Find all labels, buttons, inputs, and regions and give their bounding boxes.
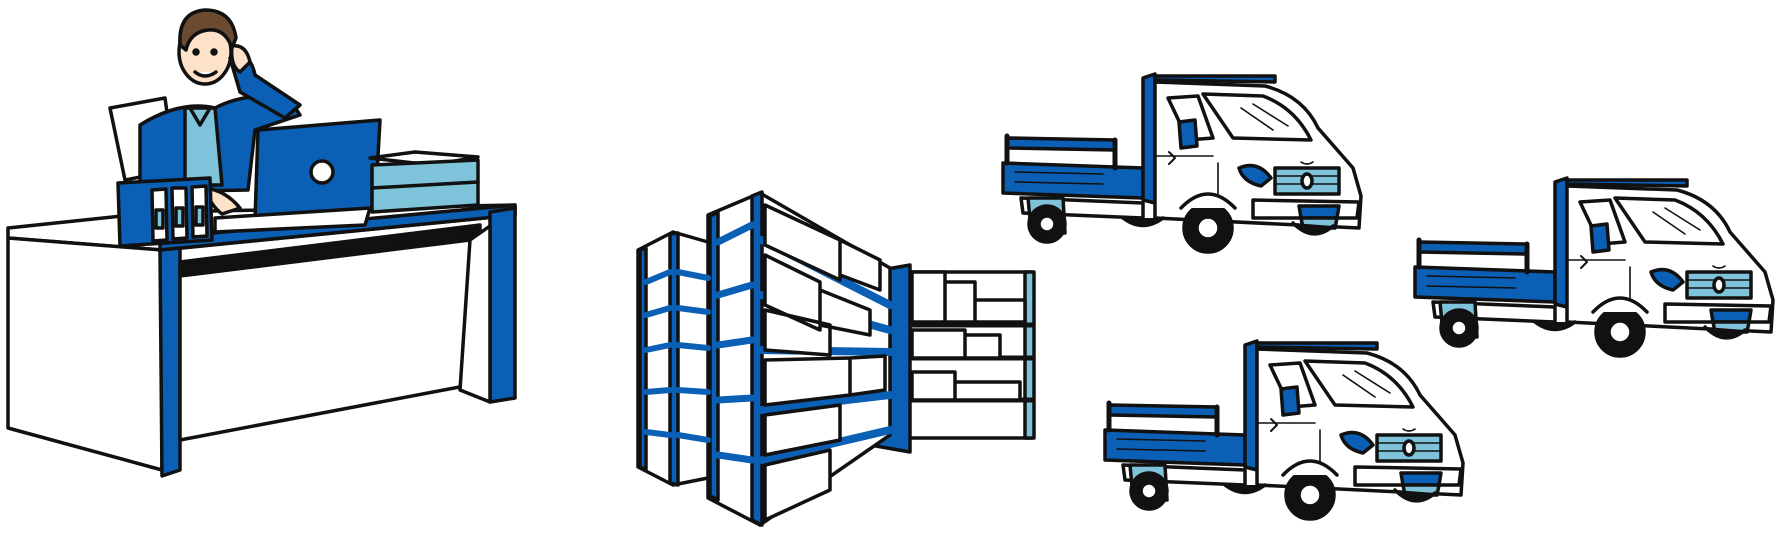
warehouse-shelving	[636, 190, 1036, 527]
office-worker-at-desk	[6, 8, 517, 478]
laptop-base	[213, 206, 372, 234]
desk-leg-right	[488, 206, 517, 404]
worker-shirt	[183, 106, 224, 187]
delivery-trucks	[1003, 74, 1773, 519]
desk-front-trim	[158, 246, 182, 478]
desk-side	[178, 238, 472, 442]
desk-front-left	[6, 236, 164, 472]
truck-right	[1415, 178, 1773, 356]
truck-bottom	[1105, 341, 1463, 519]
laptop-logo	[309, 159, 335, 185]
phone-hand	[229, 44, 252, 74]
truck-top	[1003, 74, 1361, 252]
